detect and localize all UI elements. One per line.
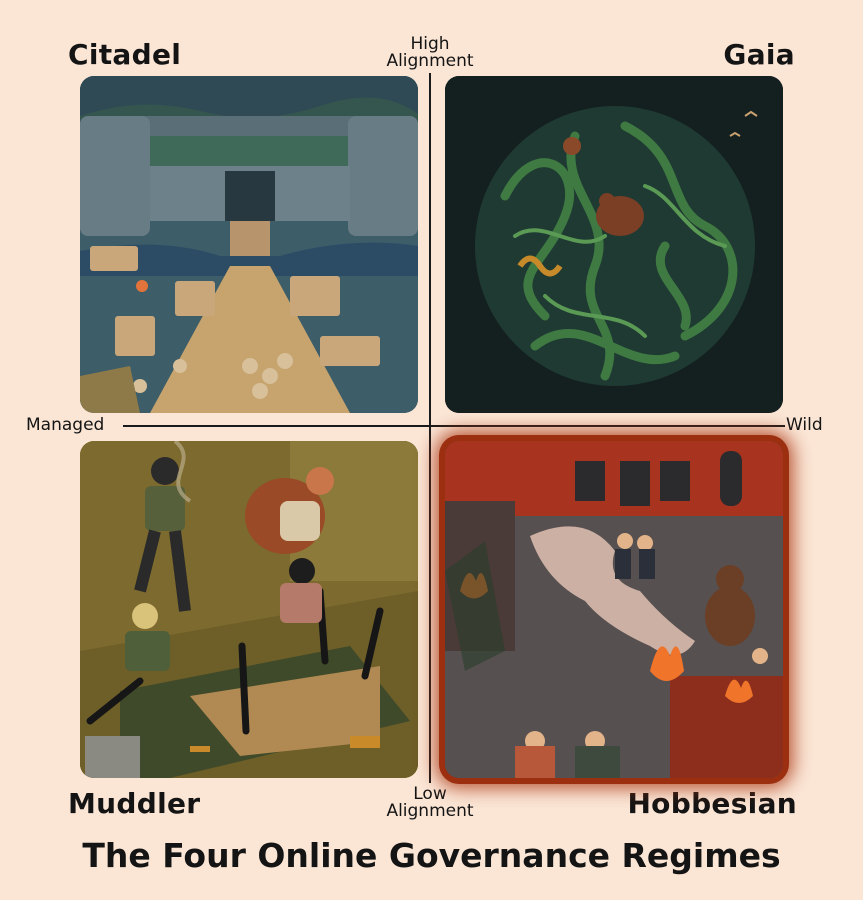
axis-label-low-line2: Alignment [386,801,474,821]
horizontal-axis-line [123,425,785,427]
axis-label-high-line2: Alignment [386,51,474,71]
axis-label-managed: Managed [26,415,105,435]
axis-label-high-alignment: High Alignment [375,36,485,70]
axis-label-low-alignment: Low Alignment [375,786,485,820]
muddler-illustration [80,441,418,778]
quadrant-title-gaia: Gaia [723,38,795,71]
quadrant-title-citadel: Citadel [68,38,182,71]
hobbesian-illustration [445,441,783,778]
axis-label-wild: Wild [786,415,823,435]
quadrant-title-hobbesian: Hobbesian [627,787,797,820]
citadel-illustration [80,76,418,413]
diagram-title: The Four Online Governance Regimes [82,836,781,875]
gaia-illustration [445,76,783,413]
vertical-axis-line [429,73,431,783]
axis-label-low-line1: Low [413,784,447,804]
quadrant-title-muddler: Muddler [68,787,201,820]
axis-label-high-line1: High [410,34,450,54]
